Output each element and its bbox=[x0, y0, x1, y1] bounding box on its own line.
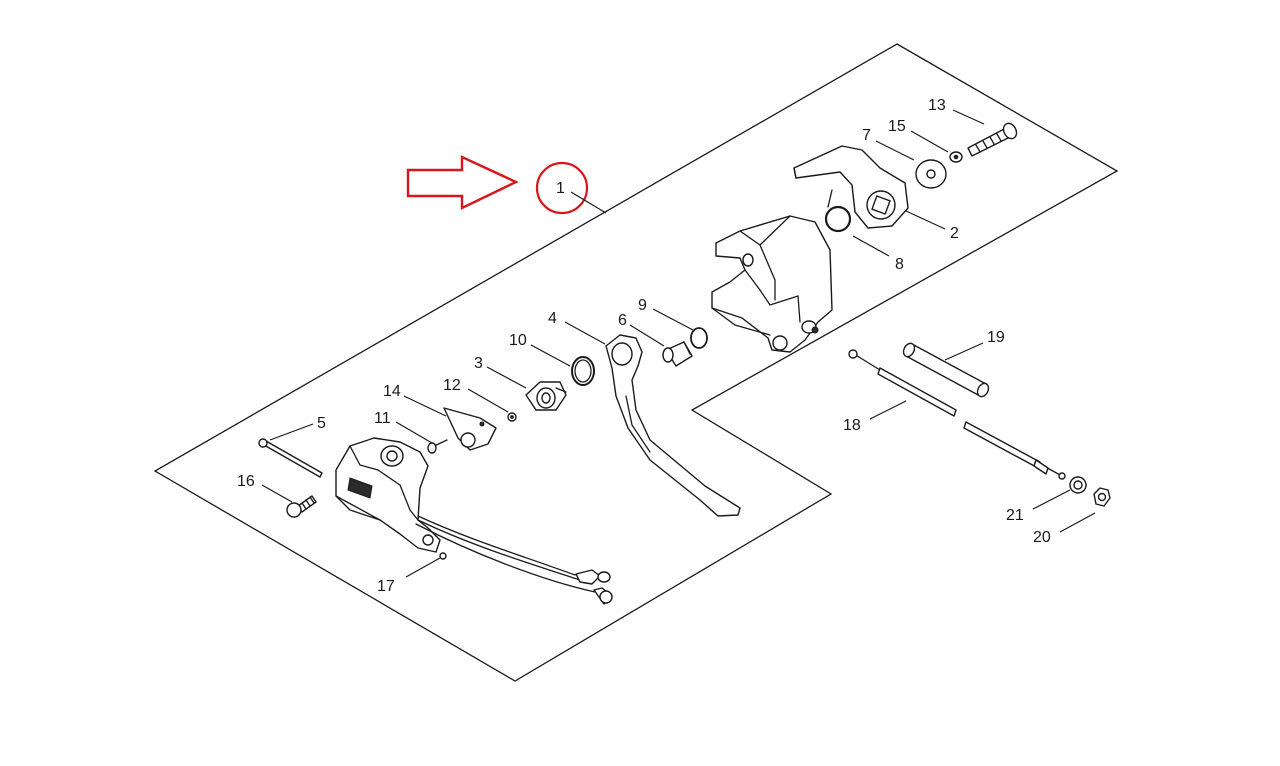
callout-15: 15 bbox=[888, 118, 906, 135]
callout-21: 21 bbox=[1006, 507, 1024, 524]
callout-11: 11 bbox=[374, 410, 391, 427]
part-14-plate bbox=[443, 407, 497, 451]
callout-1: 1 bbox=[556, 180, 565, 197]
callout-14: 14 bbox=[383, 383, 401, 400]
part-9-ring bbox=[690, 327, 708, 349]
callout-6: 6 bbox=[618, 312, 627, 329]
part-6-bushing bbox=[662, 341, 693, 367]
part-3-pivot bbox=[525, 381, 567, 411]
part-5-rod bbox=[258, 438, 323, 478]
callout-17: 17 bbox=[377, 578, 395, 595]
callout-12: 12 bbox=[443, 377, 461, 394]
part-19-tube bbox=[902, 342, 990, 398]
callout-10: 10 bbox=[509, 332, 527, 349]
callout-5: 5 bbox=[317, 415, 326, 432]
part-7-washer bbox=[915, 159, 947, 189]
callout-18: 18 bbox=[843, 417, 861, 434]
arrow-right-icon bbox=[406, 155, 519, 210]
assembly-frame bbox=[153, 43, 1119, 682]
part-8-o-ring bbox=[824, 189, 852, 233]
part-2-lever-arm bbox=[793, 145, 909, 229]
part-20-hex-nut bbox=[1093, 487, 1111, 507]
part-10-ring bbox=[571, 356, 595, 386]
main-housing bbox=[711, 215, 833, 353]
callout-4: 4 bbox=[548, 310, 557, 327]
part-17-clip bbox=[439, 552, 447, 560]
callout-8: 8 bbox=[895, 256, 904, 273]
part-16-bolt bbox=[286, 495, 317, 518]
leader-lines bbox=[261, 109, 1096, 578]
part-21-nut bbox=[1069, 476, 1087, 494]
callout-3: 3 bbox=[474, 355, 483, 372]
part-4-handle bbox=[605, 334, 741, 517]
callout-13: 13 bbox=[928, 97, 946, 114]
part-18-cable bbox=[848, 349, 1066, 480]
circle-highlight-icon bbox=[535, 161, 589, 215]
callout-2: 2 bbox=[950, 225, 959, 242]
callout-9: 9 bbox=[638, 297, 647, 314]
callout-19: 19 bbox=[987, 329, 1005, 346]
wire-harness bbox=[415, 515, 613, 605]
part-15-washer bbox=[949, 151, 963, 163]
switch-housing bbox=[335, 437, 441, 553]
callout-7: 7 bbox=[862, 127, 871, 144]
callout-20: 20 bbox=[1033, 529, 1051, 546]
callout-16: 16 bbox=[237, 473, 255, 490]
callout-labels: 1 13 15 7 2 8 9 6 4 10 3 12 14 11 5 16 1… bbox=[237, 97, 1051, 595]
part-13-screw bbox=[967, 122, 1018, 157]
part-12-nut bbox=[507, 412, 517, 422]
